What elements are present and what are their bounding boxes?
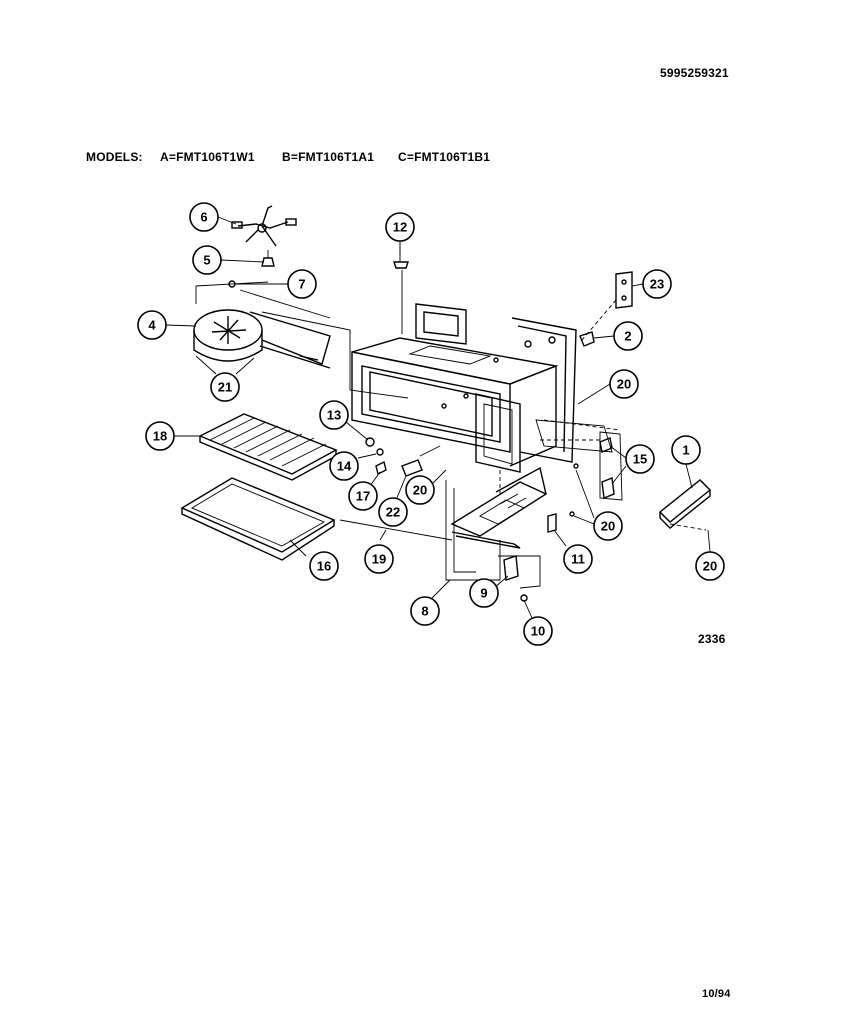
callout-7: 7 (287, 269, 317, 299)
svg-text:1: 1 (682, 443, 689, 458)
callout-6: 6 (189, 202, 219, 232)
callout-10: 10 (523, 616, 553, 646)
svg-text:21: 21 (218, 380, 232, 395)
callout-4: 4 (137, 310, 167, 340)
oven-cavity-part (351, 303, 577, 473)
callout-9: 9 (469, 578, 499, 608)
callout-8: 8 (410, 596, 440, 626)
callout-20-a: 20 (609, 369, 639, 399)
glass-tray-part (180, 477, 336, 561)
svg-text:2: 2 (624, 329, 631, 344)
oven-rack-part (198, 413, 338, 481)
cover-panel-part (658, 479, 712, 531)
svg-text:16: 16 (317, 559, 331, 574)
blower-housing-part (193, 280, 331, 369)
svg-text:8: 8 (421, 604, 428, 619)
diagram-code: 2336 (698, 632, 726, 646)
switch-holder-part (393, 240, 409, 334)
svg-text:12: 12 (393, 220, 407, 235)
callout-5: 5 (192, 245, 222, 275)
base-plate-part (445, 466, 557, 602)
fan-blade-part (231, 205, 297, 247)
callout-15: 15 (625, 444, 655, 474)
callout-1: 1 (671, 435, 701, 465)
nut-part (261, 250, 275, 267)
callout-12: 12 (385, 212, 415, 242)
svg-text:20: 20 (413, 483, 427, 498)
callout-17: 17 (348, 481, 378, 511)
svg-text:4: 4 (148, 318, 156, 333)
callout-21: 21 (210, 372, 240, 402)
model-c: C=FMT106T1B1 (398, 150, 491, 164)
svg-text:13: 13 (327, 408, 341, 423)
screw-part-2 (579, 331, 595, 347)
callout-2: 2 (613, 321, 643, 351)
callout-19: 19 (364, 544, 394, 574)
svg-text:5: 5 (203, 253, 210, 268)
svg-text:9: 9 (480, 586, 487, 601)
model-b: B=FMT106T1A1 (282, 150, 375, 164)
callout-18: 18 (145, 421, 175, 451)
callout-20-b: 20 (405, 475, 435, 505)
svg-text:20: 20 (601, 519, 615, 534)
callout-20-c: 20 (593, 511, 623, 541)
small-hardware-parts (365, 437, 441, 477)
svg-text:19: 19 (372, 552, 386, 567)
document-number: 5995259321 (660, 66, 729, 80)
callout-20-d: 20 (695, 551, 725, 581)
svg-text:20: 20 (617, 377, 631, 392)
svg-text:11: 11 (571, 552, 585, 567)
svg-text:10: 10 (531, 624, 545, 639)
callout-23: 23 (642, 269, 672, 299)
callout-22: 22 (378, 497, 408, 527)
models-label: MODELS: (86, 150, 143, 164)
svg-text:23: 23 (650, 277, 664, 292)
svg-text:22: 22 (386, 505, 400, 520)
leader-lines (165, 216, 711, 619)
svg-text:15: 15 (633, 452, 647, 467)
model-a: A=FMT106T1W1 (160, 150, 255, 164)
svg-text:18: 18 (153, 429, 167, 444)
svg-text:7: 7 (298, 277, 305, 292)
date-code: 10/94 (702, 988, 731, 1000)
callout-16: 16 (309, 551, 339, 581)
svg-text:14: 14 (337, 459, 352, 474)
svg-text:20: 20 (703, 559, 717, 574)
callout-11: 11 (563, 544, 593, 574)
svg-text:17: 17 (356, 489, 370, 504)
callout-13: 13 (319, 400, 349, 430)
callout-14: 14 (329, 451, 359, 481)
svg-text:6: 6 (200, 210, 207, 225)
